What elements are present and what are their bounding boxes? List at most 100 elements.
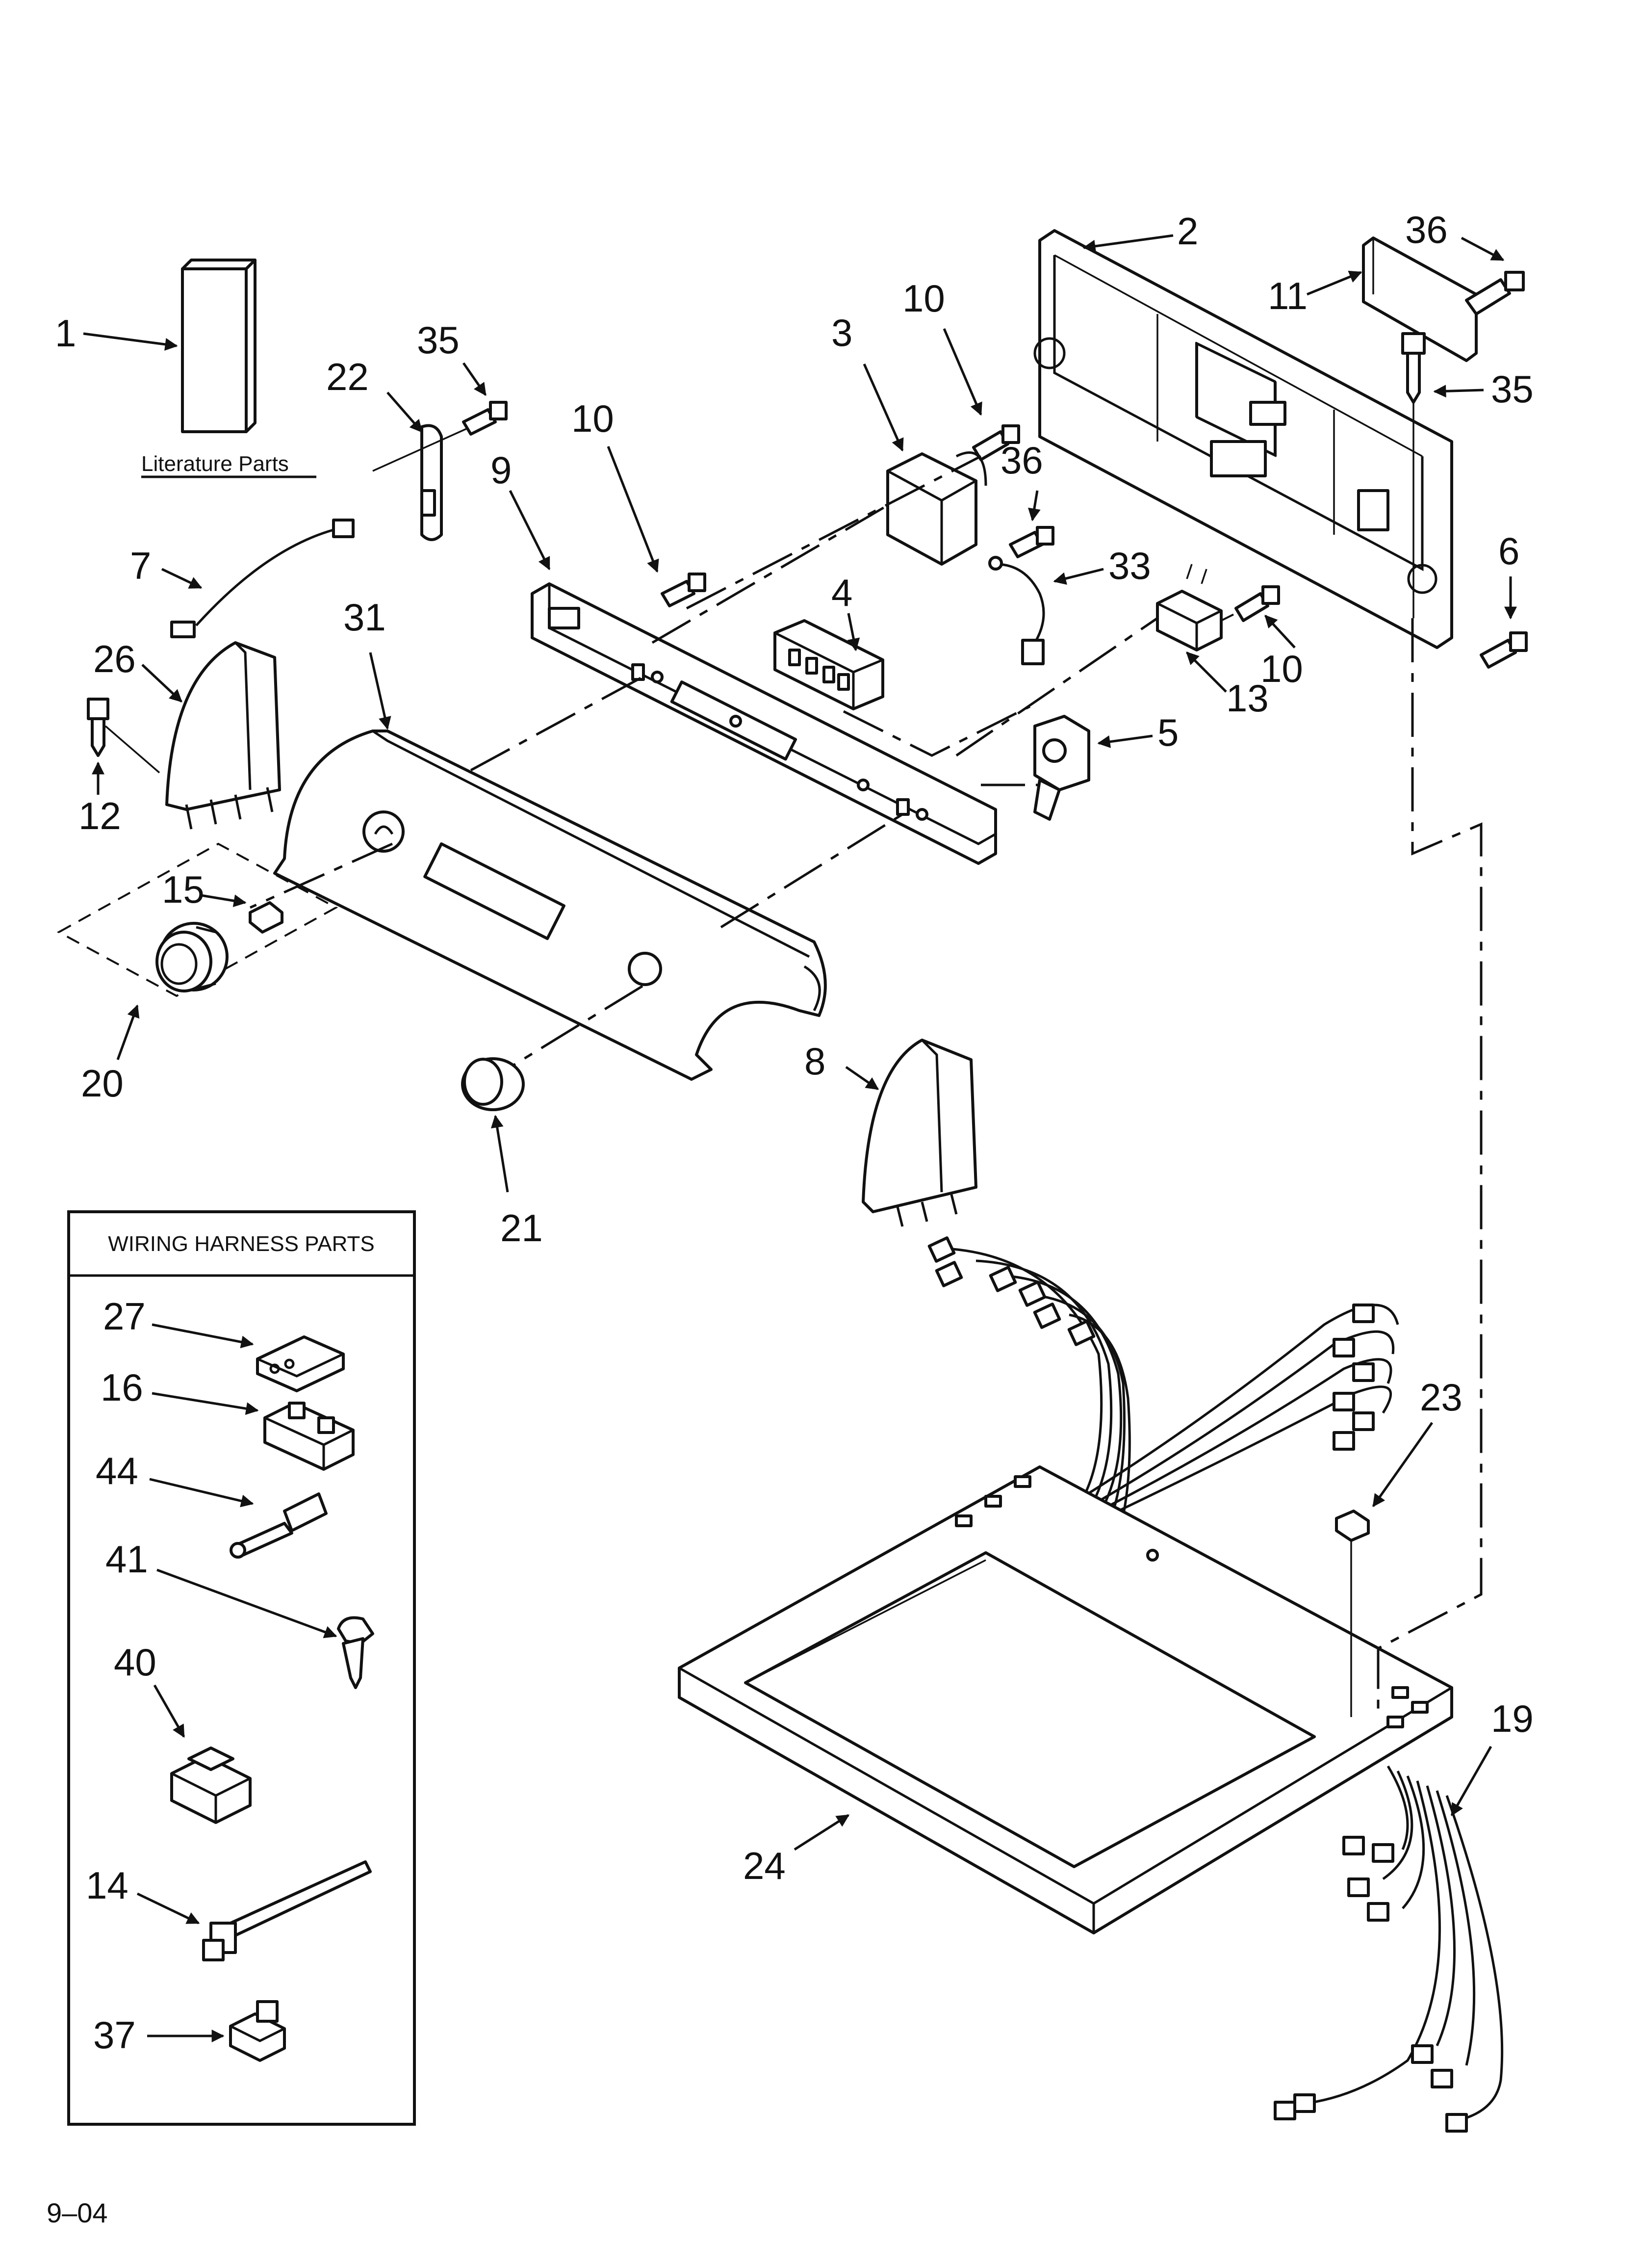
callout-33: 33 [1108, 544, 1151, 587]
leader-21 [490, 1115, 509, 1193]
callout-22: 22 [326, 355, 369, 398]
console-frame [531, 582, 997, 865]
clip-41 [337, 1616, 374, 1689]
knob-part [155, 922, 229, 992]
callout-35-left: 35 [417, 318, 460, 362]
leader-36-top [1461, 236, 1505, 261]
callout-4: 4 [831, 571, 852, 614]
literature-book [181, 259, 257, 433]
wire-harness-small [988, 556, 1045, 665]
callout-2: 2 [1177, 209, 1198, 253]
callout-35-right: 35 [1491, 367, 1534, 411]
callout-19: 19 [1491, 1697, 1534, 1740]
callout-44: 44 [96, 1449, 138, 1492]
callout-23: 23 [1420, 1376, 1462, 1419]
leader-23 [1372, 1422, 1434, 1508]
callout-21: 21 [500, 1206, 543, 1250]
callout-24: 24 [743, 1844, 786, 1887]
wiring-box-title: WIRING HARNESS PARTS [108, 1232, 375, 1256]
screw-part [1009, 526, 1054, 558]
callout-27: 27 [103, 1295, 146, 1338]
page-code: 9–04 [47, 2197, 108, 2228]
leader-9 [509, 490, 551, 571]
screw-part [1401, 332, 1426, 404]
leader-3 [863, 363, 904, 452]
callout-40: 40 [114, 1641, 156, 1684]
leader-2 [1082, 234, 1174, 253]
callout-15: 15 [162, 868, 205, 911]
screw-part [661, 573, 706, 607]
cable-tie-14 [202, 1860, 372, 1961]
leader-10-left [607, 446, 659, 573]
callout-9: 9 [490, 448, 512, 492]
screw-part [1234, 585, 1280, 622]
callout-5: 5 [1157, 711, 1179, 754]
callout-13: 13 [1226, 677, 1269, 720]
knob-21 [461, 1057, 525, 1111]
washer-top-panel [678, 1465, 1453, 1934]
leader-14 [136, 1892, 200, 1925]
end-cap-right [862, 1039, 977, 1227]
callout-41: 41 [105, 1538, 148, 1581]
leader-11 [1307, 270, 1362, 296]
lower-wire-harness [1274, 1765, 1504, 2133]
knob-assembly-box [56, 842, 338, 997]
main-wire-harness [927, 1236, 1399, 1516]
callout-7: 7 [130, 544, 151, 587]
leader-15 [201, 894, 247, 907]
leader-35-left [462, 362, 487, 396]
leader-27 [152, 1323, 254, 1349]
assembly-lines [249, 455, 1158, 1081]
leader-33 [1053, 568, 1104, 585]
callout-14: 14 [86, 1864, 128, 1907]
leader-26 [141, 664, 182, 703]
knob-insert [249, 901, 283, 934]
leader-22 [386, 391, 423, 433]
leader-36-mid [1028, 490, 1041, 521]
leader-1 [83, 332, 178, 351]
clip-37 [229, 2000, 286, 2062]
component-13 [1156, 564, 1223, 652]
screw-part [462, 401, 508, 436]
leader-4 [847, 613, 860, 652]
terminal-44 [230, 1492, 328, 1559]
leader-10-right [1264, 615, 1296, 649]
leader-40 [153, 1684, 185, 1738]
screw-part [1465, 271, 1525, 315]
callout-12: 12 [78, 794, 121, 837]
leader-24 [794, 1814, 850, 1851]
sensor-wire [170, 519, 355, 638]
leader-16 [152, 1392, 259, 1415]
callout-10-mid: 10 [902, 277, 945, 320]
callout-16: 16 [101, 1366, 143, 1409]
leader-20 [116, 1004, 140, 1060]
screw-path [1221, 612, 1236, 622]
switch-part [886, 451, 987, 566]
leader-10-mid [943, 328, 982, 416]
callout-8: 8 [804, 1040, 825, 1083]
leader-7 [161, 568, 203, 589]
bracket-part [1362, 236, 1478, 362]
assembly-path-right [1377, 618, 1483, 1717]
leader-41 [156, 1568, 337, 1639]
callout-10-left: 10 [571, 397, 614, 440]
callout-1: 1 [55, 312, 76, 355]
screw-part [1480, 631, 1528, 669]
console-rear-panel [1033, 229, 1453, 649]
console-control-panel [273, 730, 827, 1081]
leader-8 [845, 1066, 879, 1091]
leader-5 [1097, 734, 1153, 748]
callout-20: 20 [81, 1062, 124, 1105]
leader-19 [1450, 1746, 1492, 1817]
callout-11: 11 [1268, 274, 1308, 317]
terminal-block [773, 619, 884, 710]
screw-path-12 [104, 725, 160, 774]
callout-36-mid: 36 [1001, 439, 1043, 482]
leader-13 [1186, 652, 1227, 693]
hinge-bracket [420, 424, 443, 541]
connector-16 [263, 1402, 355, 1471]
connector-27 [256, 1335, 345, 1392]
callout-6: 6 [1498, 529, 1519, 573]
hinge-axis [372, 426, 471, 472]
